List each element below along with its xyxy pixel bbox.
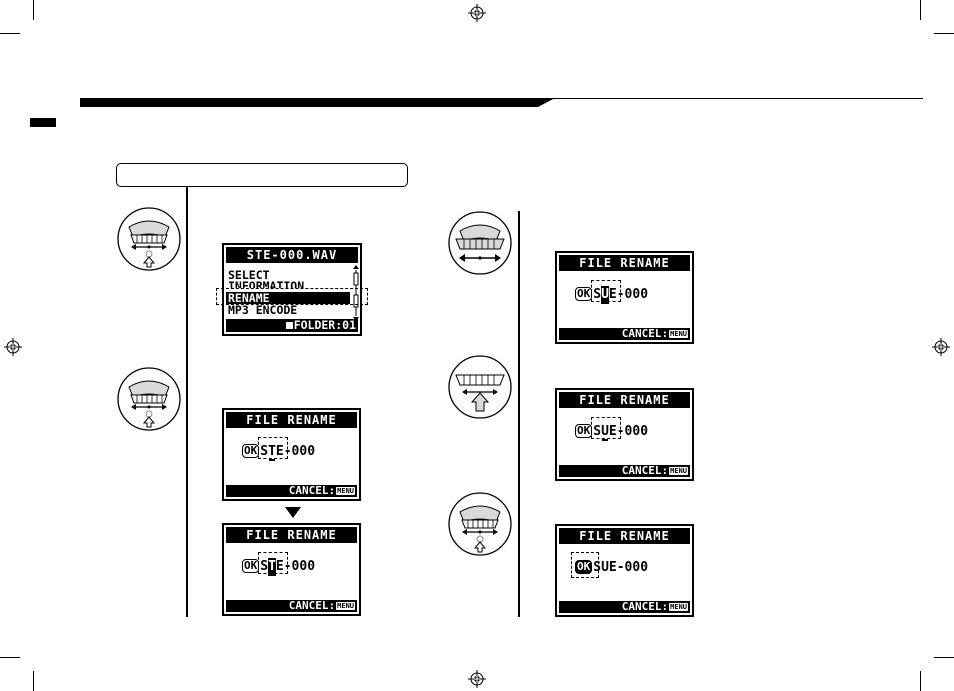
menu-screen-footer: FOLDER:01 — [226, 319, 358, 332]
ok-button[interactable]: OK — [242, 559, 259, 573]
cancel-label: CANCEL: — [622, 600, 668, 613]
ok-button[interactable]: OK — [575, 424, 592, 438]
char-highlight — [258, 552, 288, 574]
cancel-footer: CANCEL:MENU — [559, 328, 690, 340]
control-wheel-icon — [448, 355, 512, 419]
column-divider — [518, 211, 520, 617]
folder-label: FOLDER:01 — [294, 318, 356, 332]
menu-item-mp3-encode[interactable]: MP3 ENCODE — [228, 304, 297, 315]
file-suffix: -000 — [284, 444, 315, 459]
crop-mark — [0, 657, 20, 658]
file-suffix: -000 — [617, 424, 648, 439]
file-suffix: -000 — [617, 287, 648, 302]
crop-mark — [920, 0, 921, 20]
registration-mark-icon — [932, 338, 950, 356]
control-wheel-icon — [448, 492, 512, 556]
control-wheel-icon — [117, 207, 181, 271]
triangle-down-icon — [285, 507, 301, 519]
menu-key-icon: MENU — [336, 487, 355, 495]
menu-key-icon: MENU — [336, 602, 355, 610]
rename-highlight — [216, 288, 368, 305]
crop-mark — [920, 671, 921, 691]
cancel-footer: CANCEL:MENU — [226, 600, 357, 612]
file-suffix: -000 — [284, 559, 315, 574]
char-highlight — [258, 437, 288, 459]
menu-key-icon: MENU — [669, 603, 688, 611]
cancel-label: CANCEL: — [289, 484, 335, 497]
char-highlight — [591, 280, 621, 302]
registration-mark-icon — [468, 4, 486, 22]
screen-title: FILE RENAME — [559, 392, 690, 408]
folder-icon — [286, 322, 293, 329]
file-suffix: -000 — [617, 560, 648, 575]
screen-title: FILE RENAME — [226, 527, 357, 543]
crop-mark — [934, 657, 954, 658]
section-tab — [30, 118, 56, 127]
crop-mark — [33, 671, 34, 691]
menu-item-information[interactable]: INFORMATION — [228, 280, 304, 288]
registration-mark-icon — [468, 670, 486, 688]
char-highlight — [591, 417, 621, 439]
control-wheel-icon — [117, 367, 181, 431]
cancel-label: CANCEL: — [622, 464, 668, 477]
control-wheel-icon — [448, 211, 512, 275]
cancel-footer: CANCEL:MENU — [559, 465, 690, 477]
cancel-label: CANCEL: — [622, 327, 668, 340]
menu-screen-title: STE-000.WAV — [226, 247, 358, 263]
ok-highlight — [571, 552, 599, 578]
cancel-label: CANCEL: — [289, 599, 335, 612]
screen-title: FILE RENAME — [559, 255, 690, 271]
crop-mark — [33, 0, 34, 20]
name-char[interactable]: U — [601, 559, 609, 577]
cancel-footer: CANCEL:MENU — [226, 485, 357, 497]
ok-button[interactable]: OK — [242, 444, 259, 458]
header-bar — [80, 98, 923, 107]
crop-mark — [0, 33, 20, 34]
screen-title: FILE RENAME — [559, 528, 690, 544]
screen-title: FILE RENAME — [226, 412, 357, 428]
menu-key-icon: MENU — [669, 330, 688, 338]
crop-mark — [934, 33, 954, 34]
registration-mark-icon — [4, 338, 22, 356]
cancel-footer: CANCEL:MENU — [559, 601, 690, 613]
menu-key-icon: MENU — [669, 467, 688, 475]
section-title-box — [116, 163, 408, 187]
name-char[interactable]: E — [609, 559, 617, 577]
column-divider — [186, 187, 188, 617]
ok-button[interactable]: OK — [575, 287, 592, 301]
